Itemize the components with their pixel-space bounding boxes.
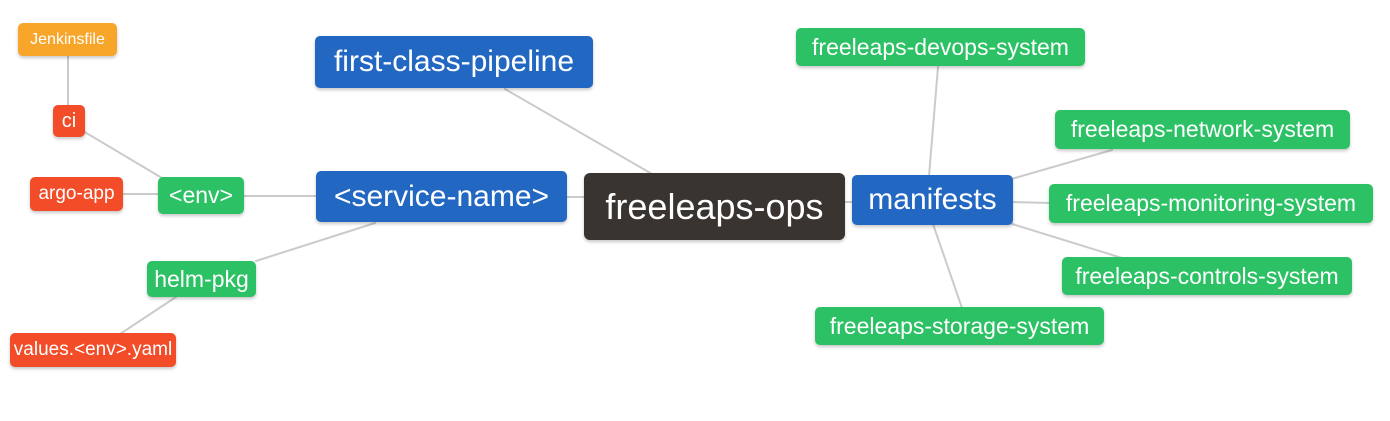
edge-values-helm-pkg — [119, 296, 177, 335]
node-env[interactable]: <env> — [158, 177, 244, 214]
edge-manifests-storage-system — [932, 223, 963, 309]
edge-pipeline-freeleaps-ops — [504, 88, 653, 175]
node-values-env-yaml[interactable]: values.<env>.yaml — [10, 333, 176, 367]
edge-ci-env — [82, 130, 163, 179]
edge-manifests-monitoring-system — [1011, 201, 1051, 204]
node-freeleaps-controls-system[interactable]: freeleaps-controls-system — [1062, 257, 1352, 295]
node-freeleaps-storage-system[interactable]: freeleaps-storage-system — [815, 307, 1104, 345]
node-ci[interactable]: ci — [53, 105, 85, 137]
node-first-class-pipeline[interactable]: first-class-pipeline — [315, 36, 593, 88]
node-jenkinsfile[interactable]: Jenkinsfile — [18, 23, 117, 56]
node-manifests[interactable]: manifests — [852, 175, 1013, 225]
node-service-name[interactable]: <service-name> — [316, 171, 567, 222]
edge-helm-pkg-service-name — [255, 222, 376, 262]
edge-manifests-network-system — [1007, 149, 1113, 181]
edge-manifests-devops-system — [928, 66, 939, 177]
node-freeleaps-ops[interactable]: freeleaps-ops — [584, 173, 845, 240]
edge-manifests-controls-system — [1008, 222, 1123, 259]
node-freeleaps-network-system[interactable]: freeleaps-network-system — [1055, 110, 1350, 149]
node-argo-app[interactable]: argo-app — [30, 177, 123, 211]
node-helm-pkg[interactable]: helm-pkg — [147, 261, 256, 297]
node-freeleaps-monitoring-system[interactable]: freeleaps-monitoring-system — [1049, 184, 1373, 223]
node-freeleaps-devops-system[interactable]: freeleaps-devops-system — [796, 28, 1085, 66]
